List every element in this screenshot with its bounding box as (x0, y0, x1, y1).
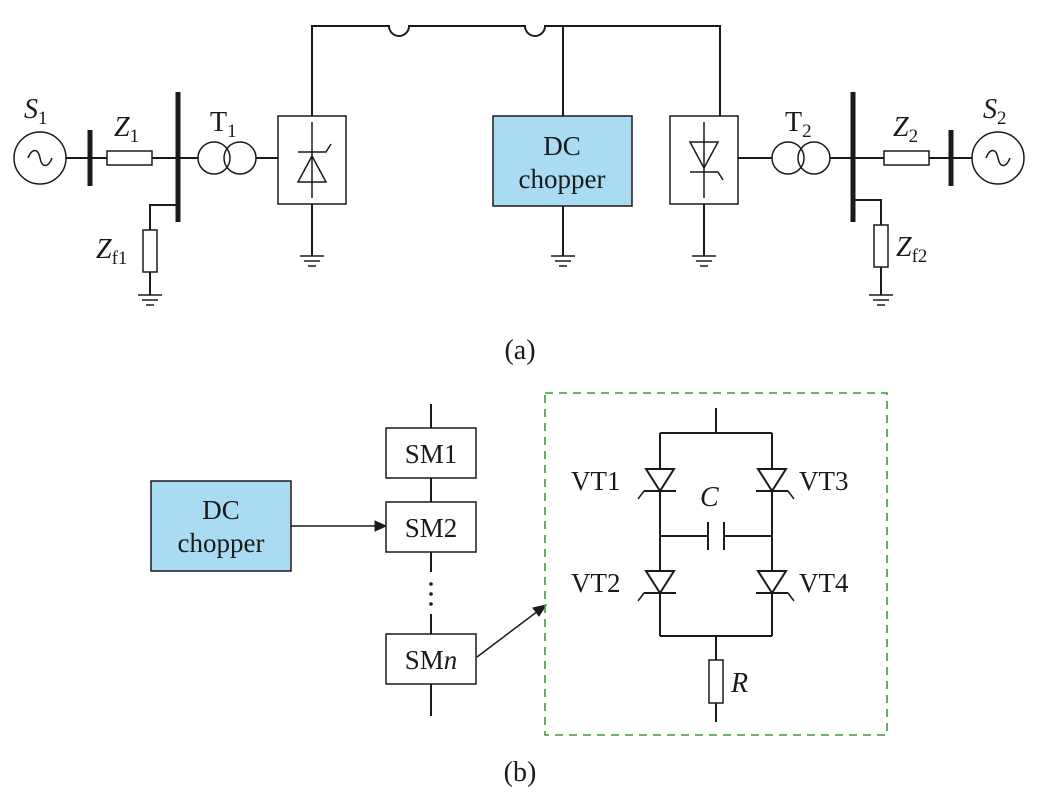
ac-source-s1 (13, 131, 67, 185)
impedance-z2 (883, 150, 930, 166)
vt4-label: VT4 (799, 568, 849, 598)
ground-icon (138, 294, 162, 306)
caption-a: (a) (504, 335, 535, 366)
capacitor-c-icon (707, 522, 725, 550)
wire-zf2 (853, 199, 882, 225)
thyristor-vt3-icon (756, 468, 795, 500)
wire-zf1 (149, 204, 178, 230)
full-bridge-circuit (659, 408, 773, 722)
ground-icon (692, 255, 716, 267)
ellipsis-icon (429, 582, 433, 606)
arrow-head-icon (374, 520, 388, 532)
transformer-t2-icon (771, 141, 831, 175)
t2-label: T2 (785, 107, 812, 142)
dc-chopper-label-a-line1: DC (543, 131, 581, 161)
panel-b: DC chopper SM1 SM2 SMn (150, 392, 888, 788)
ac-source-s2 (971, 131, 1025, 185)
thyristor-vt4-icon (756, 570, 795, 602)
submodule-sm2 (385, 501, 477, 553)
thyristor-icon (688, 122, 724, 198)
source-s1-label: S1 (24, 94, 48, 129)
transformer-t1-icon (197, 141, 257, 175)
impedance-zf2 (873, 224, 889, 268)
dc-chopper-box-b (150, 480, 292, 572)
ground-icon (869, 294, 893, 306)
thyristor-icon (296, 122, 332, 198)
smn-label: SMn (405, 645, 458, 675)
arrow-smn-to-detail (476, 610, 539, 658)
capacitor-label: C (700, 482, 719, 513)
ground-icon (300, 255, 324, 267)
dc-line-top (311, 25, 721, 205)
thyristor-vt1-icon (637, 468, 676, 500)
dc-chopper-label-b-line2: chopper (178, 528, 265, 558)
zf1-label: Zf1 (96, 234, 127, 269)
panel-a: S1 Z1 T1 Zf1 DC chopper T2 Z2 S2 Zf2 (a) (13, 25, 1025, 366)
t1-label: T1 (210, 107, 237, 142)
vt1-label: VT1 (571, 466, 621, 496)
sm2-label: SM2 (405, 513, 458, 543)
ground-icon (551, 255, 575, 267)
caption-b: (b) (504, 757, 537, 788)
arrow-head-icon (532, 604, 548, 617)
resistor-label: R (730, 668, 748, 699)
zf2-label: Zf2 (896, 232, 927, 267)
vt2-label: VT2 (571, 568, 621, 598)
source-s2-label: S2 (983, 94, 1007, 129)
dc-chopper-label-b-line1: DC (202, 495, 240, 525)
impedance-z1 (106, 150, 153, 166)
dc-chopper-box-a (492, 115, 633, 207)
impedance-zf1 (142, 229, 158, 273)
thyristor-vt2-icon (637, 570, 676, 602)
z2-label: Z2 (893, 112, 918, 147)
submodule-detail-frame (544, 392, 888, 736)
submodule-smn (385, 633, 477, 685)
dc-chopper-label-a-line2: chopper (519, 164, 606, 194)
submodule-sm1 (385, 427, 477, 479)
sm1-label: SM1 (405, 439, 458, 469)
z1-label: Z1 (114, 112, 139, 147)
vt3-label: VT3 (799, 466, 849, 496)
resistor-r (708, 659, 724, 704)
